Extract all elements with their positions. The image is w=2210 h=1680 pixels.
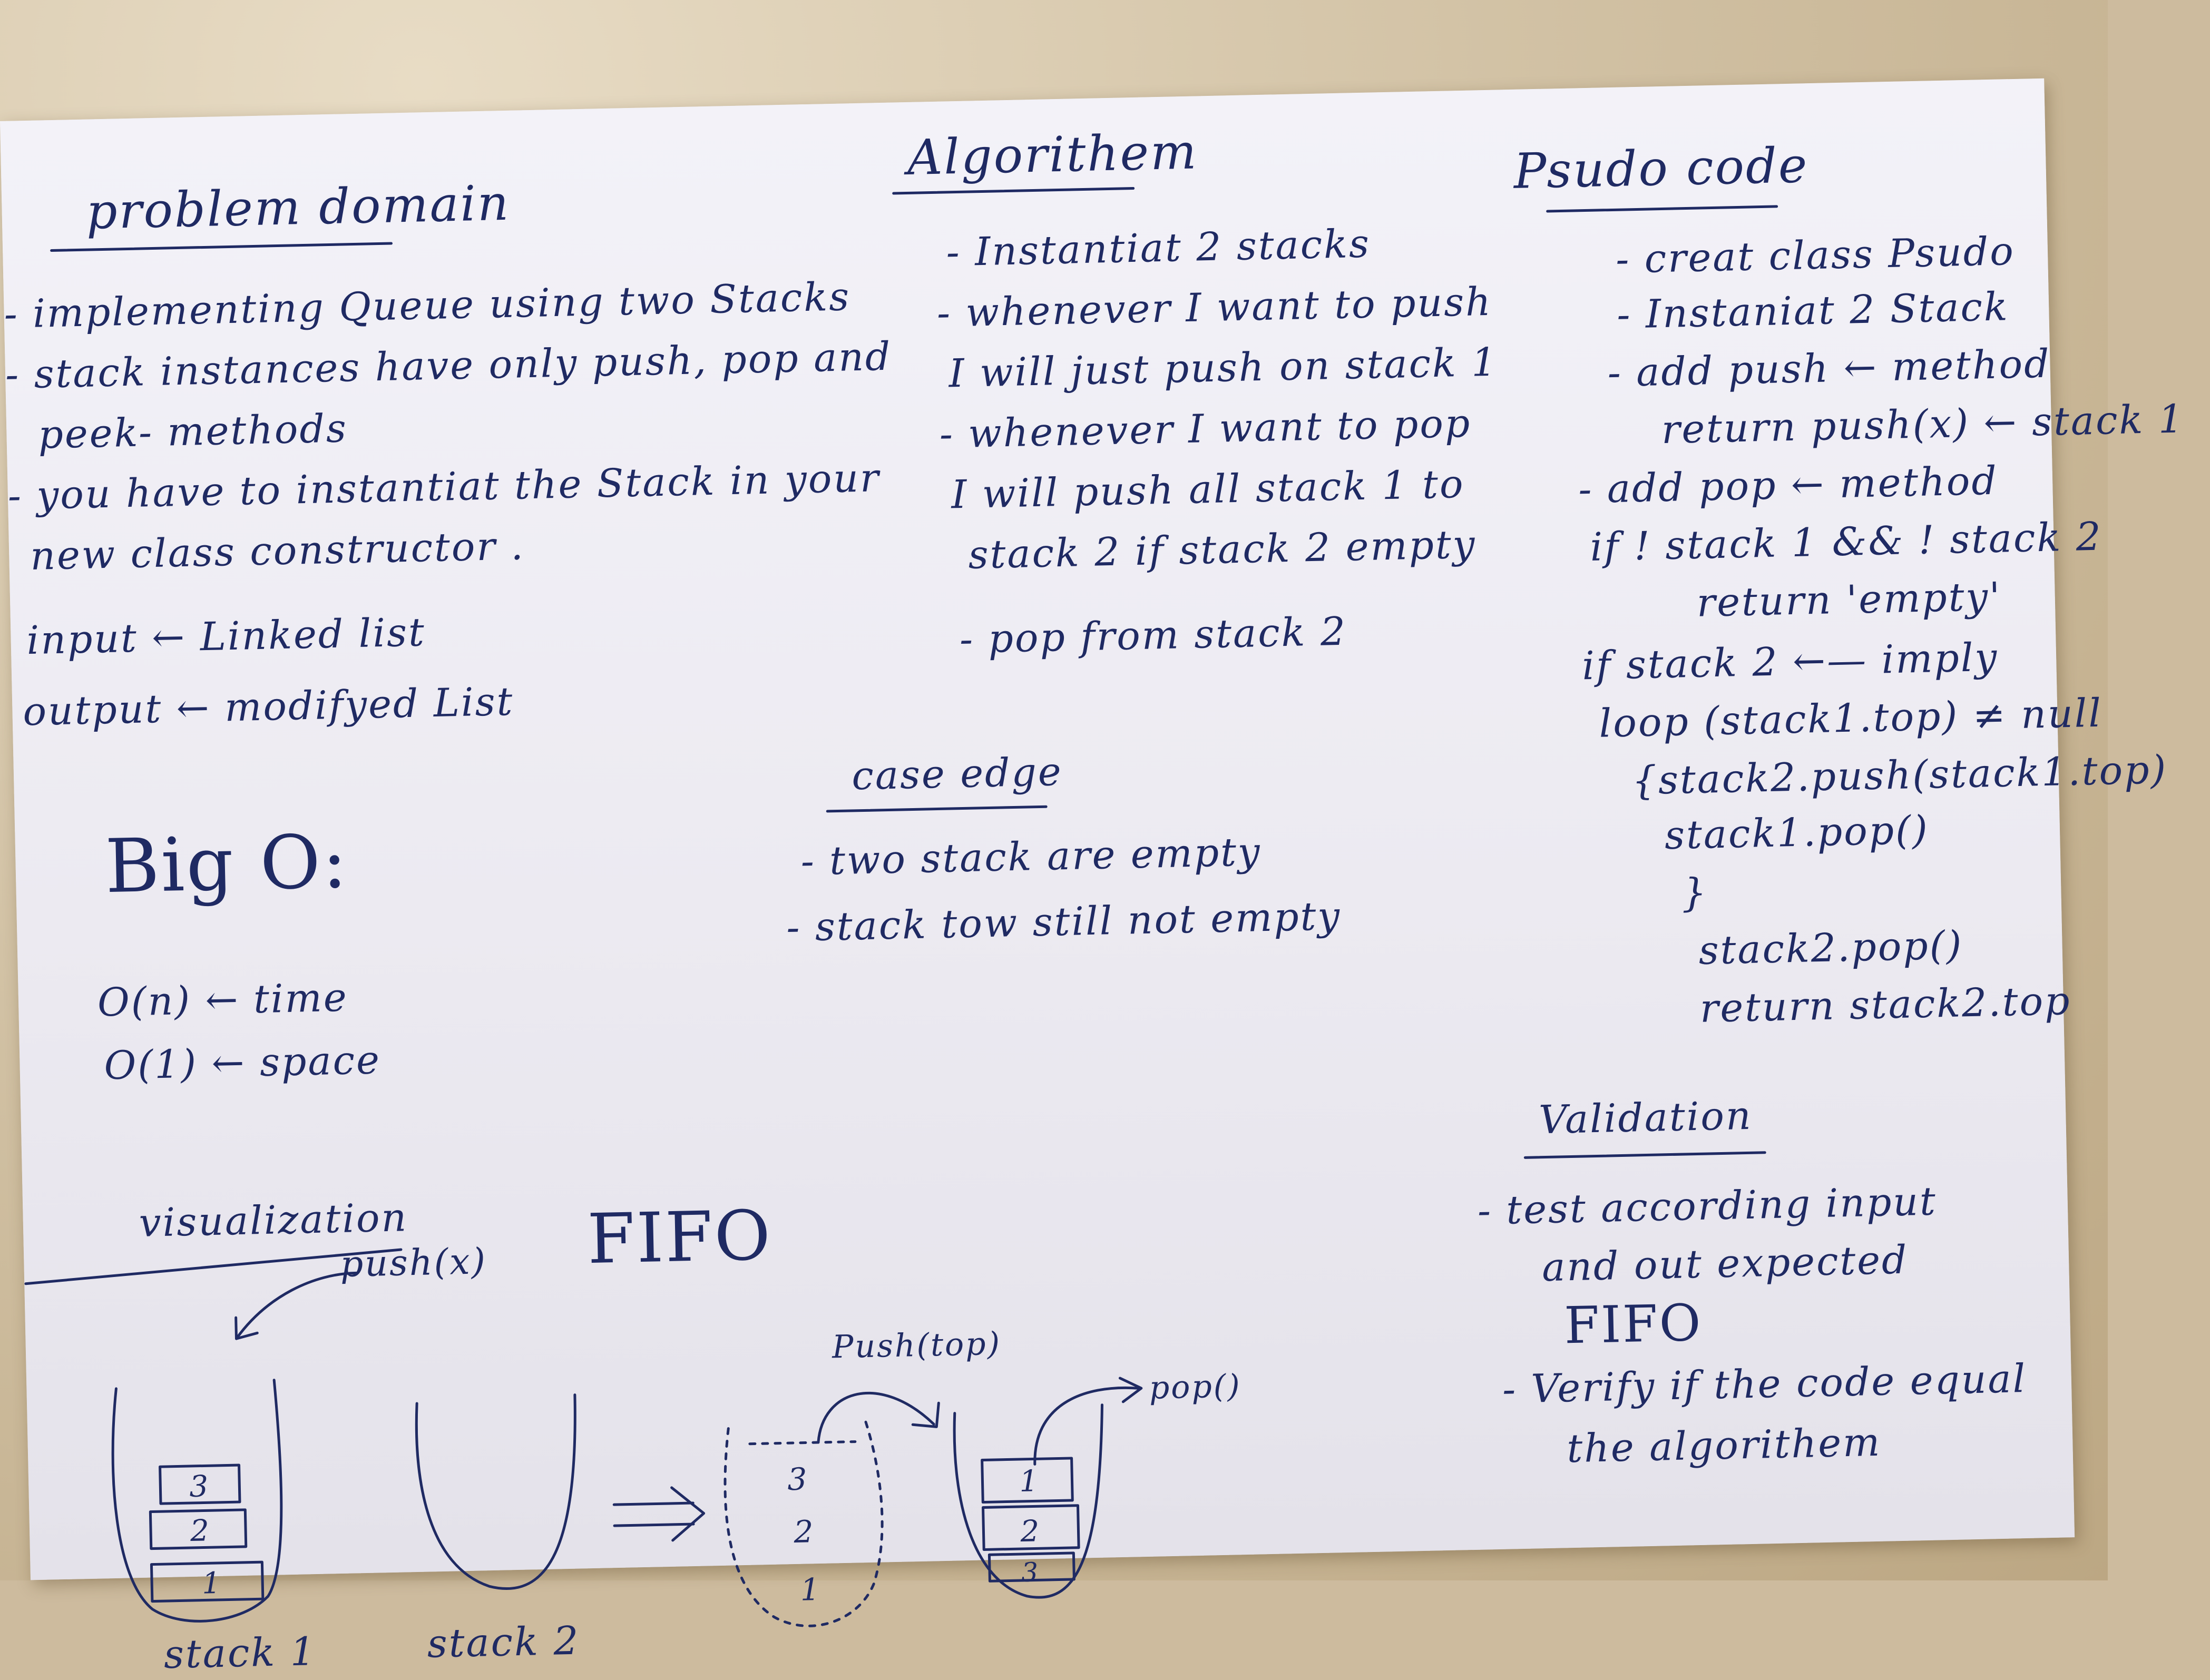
pseudo-line-14: return stack2.top [1699,978,2072,1031]
problem-domain-underline [50,242,393,252]
algorithm-heading: Algorithem [906,123,1199,186]
validation-line-3: FIFO [1563,1293,1703,1355]
paper-sheet: problem domain - implementing Queue usin… [0,78,2185,1677]
stack-2-item-bottom: 3 [1021,1557,1040,1588]
pseudo-line-6: if ! stack 1 && ! stack 2 [1589,514,2103,570]
pseudo-line-8: if stack 2 ←— imply [1581,634,1999,689]
validation-line-5: the algorithem [1566,1419,1882,1472]
io-input: input ← Linked list [26,610,426,664]
pseudo-line-1: - creat class Psudo [1615,228,2016,282]
transfer-arrow [612,1486,706,1542]
pseudo-code-heading: Psudo code [1513,137,1810,200]
stack-2-boxes [981,1457,1080,1583]
stack-2-filled-container [953,1403,1103,1599]
case-edge-underline [826,805,1048,813]
pop-arrow [1033,1377,1143,1466]
dashed-stack-container [723,1419,884,1627]
visualization-heading: visualization [138,1195,408,1246]
pseudo-line-4: return push(x) ← stack 1 [1661,396,2185,453]
stack-2-label: stack 2 [426,1618,581,1667]
stack-1-item-bottom: 1 [150,1560,265,1603]
pseudo-line-2: - Instaniat 2 Stack [1616,284,2010,338]
stack-1-container [111,1379,283,1623]
stack-1-item-top: 3 [159,1463,241,1505]
pseudo-line-3: - add push ← method [1607,341,2051,396]
big-o-time: O(n) ← time [97,975,349,1026]
big-o-space: O(1) ← space [103,1037,382,1089]
stack-1-item-top-label: 3 [189,1469,210,1504]
stack-1-item-middle-label: 2 [189,1514,211,1548]
stack-2-container [415,1393,576,1590]
case-edge-heading: case edge [851,749,1063,799]
pseudo-line-9: loop (stack1.top) ≠ null [1598,690,2103,746]
problem-domain-heading: problem domain [85,174,511,240]
problem-line-1: - implementing Queue using two Stacks [3,274,851,337]
pseudo-line-7: return 'empty' [1696,574,2002,626]
big-o-heading: Big O: [104,819,350,910]
validation-line-2: and out expected [1541,1237,1909,1291]
dashed-item-middle: 2 [793,1514,816,1550]
case-edge-line-2: - stack tow still not empty [786,893,1342,951]
fifo-label: FIFO [586,1195,773,1280]
stack-2-item-top: 1 [1019,1464,1040,1499]
push-x-label: push(x) [339,1241,487,1285]
case-edge-line-1: - two stack are empty [800,829,1262,885]
dashed-item-bottom: 1 [800,1571,822,1608]
algo-line-7: - pop from stack 2 [959,608,1347,663]
algo-line-4: - whenever I want to pop [938,400,1472,457]
push-top-label: Push(top) [832,1325,1002,1366]
problem-line-4: - you have to instantiat the Stack in yo… [7,455,881,519]
pseudo-line-13: stack2.pop() [1698,922,1964,974]
pseudo-line-10: {stack2.push(stack1.top) [1631,747,2168,804]
algo-line-6: stack 2 if stack 2 empty [967,522,1477,578]
pseudo-line-5: - add pop ← method [1578,458,1999,513]
stack-1-label: stack 1 [163,1629,317,1678]
validation-heading: Validation [1538,1093,1753,1143]
pseudo-line-12: } [1681,870,1709,916]
algo-line-2: - whenever I want to push [936,279,1493,336]
algorithm-underline [892,186,1135,195]
io-output: output ← modifyed List [22,679,515,735]
problem-line-5: new class constructor . [30,523,525,579]
algo-line-1: - Instantiat 2 stacks [945,221,1371,276]
validation-line-1: - test according input [1477,1178,1938,1234]
validation-underline [1523,1151,1766,1159]
push-arrow [234,1271,358,1340]
problem-line-3: peek- methods [37,406,348,458]
pseudo-line-11: stack1.pop() [1664,807,1930,859]
validation-line-4: - Verify if the code equal [1502,1355,2028,1412]
pseudo-code-underline [1546,205,1778,213]
dashed-item-top: 3 [787,1461,809,1498]
stack-1-item-middle: 2 [149,1508,248,1550]
problem-line-2: - stack instances have only push, pop an… [5,333,893,398]
stack-1-item-bottom-label: 1 [202,1566,223,1601]
algo-line-5: I will push all stack 1 to [951,461,1465,518]
push-top-arrow [817,1391,940,1444]
algo-line-3: I will just push on stack 1 [948,339,1499,397]
pop-label: pop() [1149,1368,1242,1407]
stack-2-item-middle: 2 [1020,1514,1041,1549]
